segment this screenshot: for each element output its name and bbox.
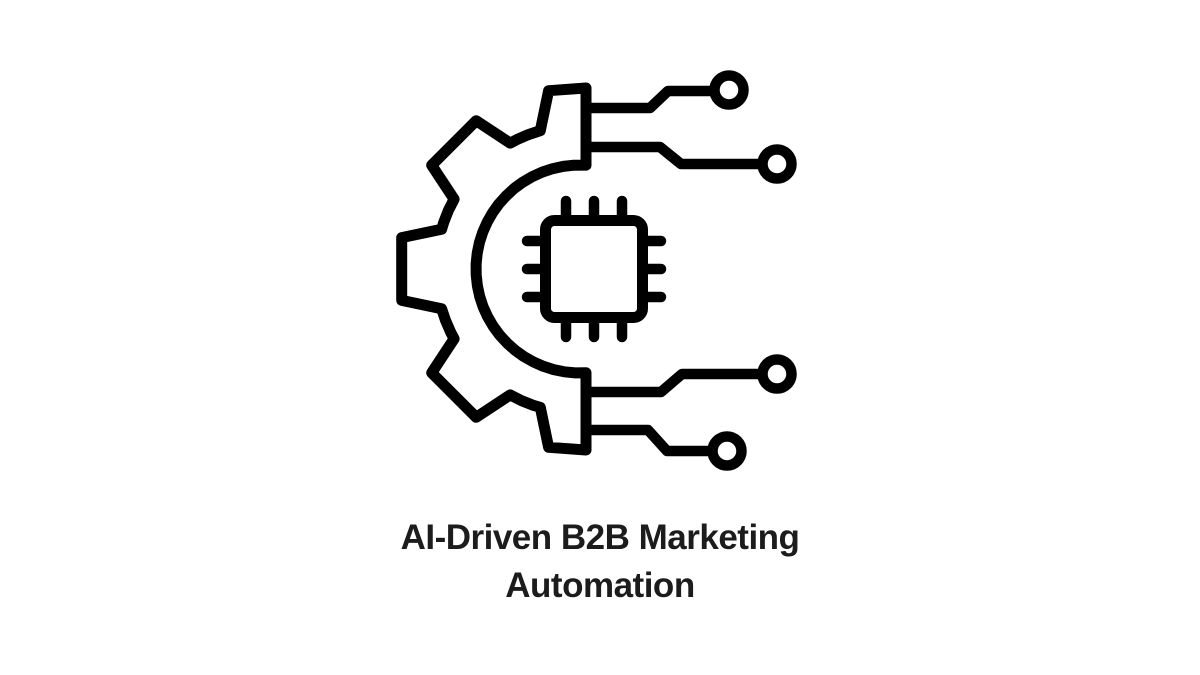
caption: AI-Driven B2B Marketing Automation [0, 514, 1200, 610]
circuit-trace-bottom-2 [586, 424, 709, 457]
chip-icon [521, 195, 667, 343]
circuit-node-icon [709, 70, 749, 110]
circuit-node-icon [707, 431, 747, 471]
circuit-trace-top-2 [586, 141, 759, 170]
circuit-node-icon [757, 144, 797, 184]
chip-body [540, 215, 648, 323]
caption-line-2: Automation [505, 566, 695, 605]
circuit-trace-bottom-1 [586, 368, 759, 398]
circuit-nodes [707, 70, 797, 471]
gear-shape [396, 82, 592, 456]
caption-line-1: AI-Driven B2B Marketing [400, 518, 800, 557]
circuit-trace-top-1 [586, 85, 712, 114]
circuit-traces [586, 85, 759, 457]
circuit-node-icon [757, 354, 797, 394]
